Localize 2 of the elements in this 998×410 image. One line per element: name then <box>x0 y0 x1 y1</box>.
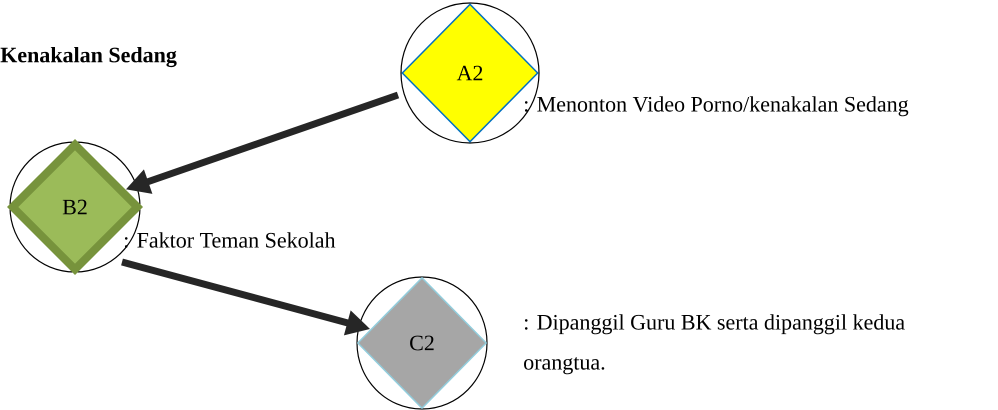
description: : Dipanggil Guru BK serta dipanggil kedua orangtua. <box>524 314 905 374</box>
heading: Kenakalan Sedang <box>0 46 177 68</box>
